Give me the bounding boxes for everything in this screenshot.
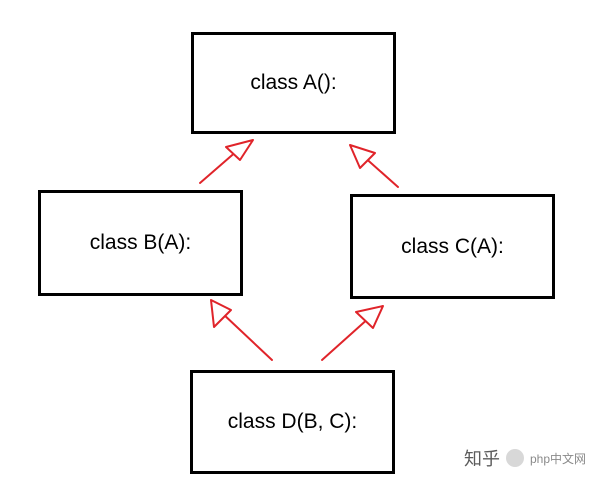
watermark-main-text: 知乎 bbox=[463, 449, 500, 469]
class-b-label: class B(A): bbox=[89, 231, 192, 254]
class-a-label: class A(): bbox=[250, 71, 337, 94]
class-c-label: class C(A): bbox=[401, 234, 504, 258]
watermark: 知乎 php中文网 bbox=[464, 445, 586, 471]
class-c-box: class C(A): bbox=[350, 194, 555, 299]
class-d-box: class D(B, C): bbox=[190, 370, 395, 474]
class-b-box: class B(A): bbox=[38, 190, 243, 296]
watermark-sub-text: php中文网 bbox=[529, 451, 586, 466]
arrow-d-to-b bbox=[210, 299, 273, 361]
watermark-logo-icon bbox=[505, 449, 524, 467]
arrow-c-to-a bbox=[349, 144, 399, 188]
arrow-d-to-c bbox=[321, 305, 384, 361]
class-a-box: class A(): bbox=[191, 32, 396, 134]
class-d-label: class D(B, C): bbox=[227, 410, 358, 433]
arrow-b-to-a bbox=[199, 139, 254, 184]
